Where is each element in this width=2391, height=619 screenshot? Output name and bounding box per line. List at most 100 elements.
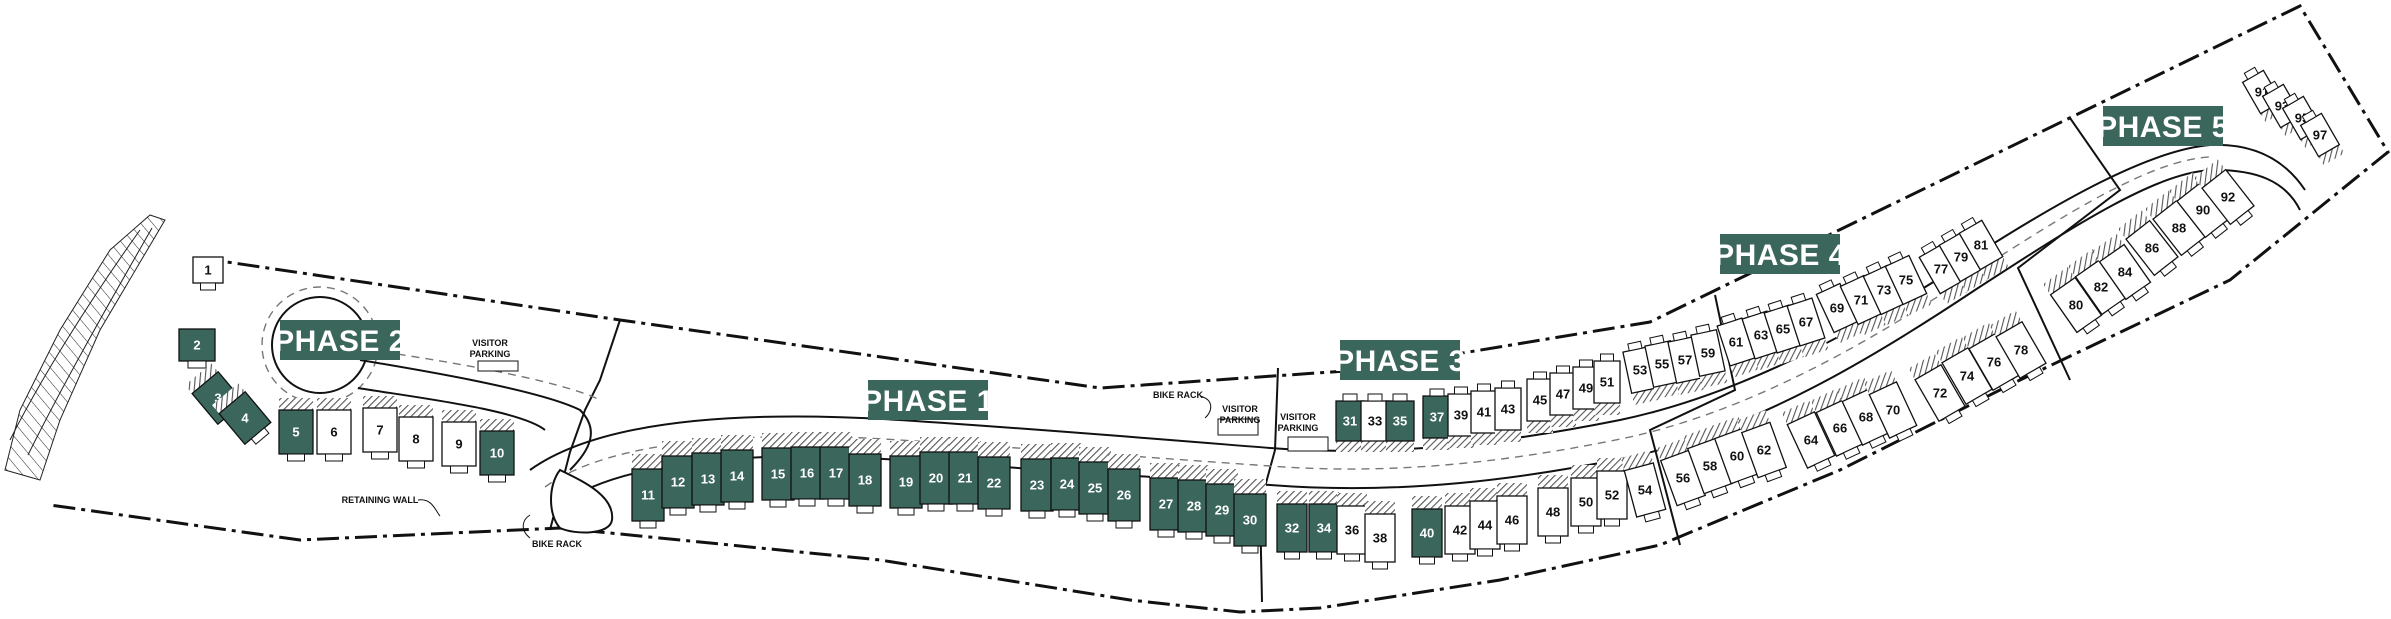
lot[interactable]: 9: [441, 410, 477, 474]
lot[interactable]: 5: [278, 398, 314, 462]
lot[interactable]: 86: [2118, 210, 2182, 280]
lot[interactable]: 71: [1837, 269, 1887, 336]
lot[interactable]: 26: [1107, 454, 1141, 529]
lot[interactable]: 10: [479, 419, 515, 483]
lot[interactable]: 79: [1936, 226, 1989, 293]
lot[interactable]: 59: [1689, 323, 1728, 388]
lot[interactable]: 33: [1360, 393, 1390, 452]
lot[interactable]: 84: [2092, 233, 2154, 305]
lot-porch: [1649, 334, 1665, 346]
lot-number: 5: [292, 424, 299, 439]
lot[interactable]: 32: [1276, 491, 1308, 560]
lot[interactable]: 44: [1469, 488, 1501, 557]
garage-hatch: [480, 419, 514, 431]
lot[interactable]: 2: [178, 328, 216, 369]
lot[interactable]: 17: [819, 432, 853, 507]
lot[interactable]: 18: [848, 439, 882, 514]
lot-number: 86: [2145, 240, 2159, 255]
lot[interactable]: 78: [1989, 310, 2050, 384]
lot[interactable]: 28: [1177, 465, 1211, 540]
lot[interactable]: 31: [1335, 393, 1365, 452]
lot[interactable]: 54: [1620, 450, 1668, 523]
lot-number: 61: [1729, 334, 1743, 349]
lot[interactable]: 64: [1781, 400, 1838, 474]
lot[interactable]: 67: [1785, 291, 1829, 358]
lot[interactable]: 36: [1336, 493, 1368, 562]
bike-rack-label: BIKE RACK: [1153, 390, 1204, 400]
lot[interactable]: 69: [1813, 277, 1863, 344]
lot[interactable]: 7: [362, 396, 398, 460]
lot[interactable]: 21: [948, 437, 982, 512]
lot[interactable]: 38: [1364, 501, 1396, 570]
lot[interactable]: 68: [1836, 377, 1893, 451]
lot-porch: [2082, 318, 2101, 335]
lot[interactable]: 56: [1656, 438, 1707, 512]
lot[interactable]: 37: [1422, 388, 1452, 450]
lot[interactable]: 25: [1078, 447, 1112, 522]
lot[interactable]: 76: [1962, 322, 2023, 396]
lot[interactable]: 70: [1863, 370, 1920, 444]
lot[interactable]: 49: [1572, 359, 1600, 421]
lot[interactable]: 74: [1935, 336, 1996, 410]
lot-porch: [1920, 240, 1937, 255]
garage-hatch: [1386, 441, 1414, 452]
visitor-parking-label-1: VISITOR PARKING: [470, 338, 511, 359]
lot-porch: [1504, 543, 1520, 552]
lot-footprint: [761, 447, 795, 501]
lot[interactable]: 48: [1537, 475, 1569, 544]
lot[interactable]: 72: [1908, 353, 1969, 427]
lot[interactable]: 46: [1496, 483, 1528, 552]
lot[interactable]: 40: [1411, 496, 1443, 565]
lot[interactable]: 57: [1666, 330, 1705, 395]
lot[interactable]: 51: [1593, 353, 1621, 415]
lot[interactable]: 92: [2194, 159, 2258, 229]
lot[interactable]: 66: [1810, 388, 1867, 462]
lot[interactable]: 43: [1494, 380, 1522, 442]
lot[interactable]: 13: [691, 438, 725, 513]
lot[interactable]: 97: [2297, 107, 2345, 166]
lot[interactable]: 50: [1570, 465, 1602, 534]
lot[interactable]: 75: [1882, 249, 1932, 316]
lot[interactable]: 88: [2145, 190, 2209, 260]
lot[interactable]: 81: [1956, 214, 2009, 281]
lot[interactable]: 34: [1308, 491, 1340, 560]
lot[interactable]: 35: [1385, 393, 1415, 452]
lot[interactable]: 41: [1470, 383, 1498, 445]
lot[interactable]: 24: [1050, 443, 1084, 518]
lot[interactable]: 30: [1233, 479, 1267, 554]
garage-hatch: [1471, 433, 1497, 445]
lot-porch: [1115, 520, 1133, 529]
lot[interactable]: 14: [720, 435, 754, 510]
lot-footprint: [316, 409, 352, 455]
lot[interactable]: 45: [1526, 371, 1554, 433]
garage-hatch: [978, 442, 1010, 457]
lot[interactable]: 8: [398, 405, 434, 469]
lot[interactable]: 61: [1715, 311, 1759, 378]
lot[interactable]: 80: [2043, 266, 2105, 338]
lot[interactable]: 15: [761, 433, 795, 508]
lot[interactable]: 22: [977, 442, 1011, 517]
lot-number: 18: [858, 472, 872, 487]
lot[interactable]: 19: [889, 441, 923, 516]
lot[interactable]: 52: [1596, 458, 1628, 527]
lot[interactable]: 4: [212, 383, 275, 449]
lot[interactable]: 1: [192, 256, 224, 291]
lot[interactable]: 16: [790, 432, 824, 507]
lot-footprint: [1233, 493, 1267, 547]
lot-footprint: [1149, 477, 1183, 531]
lot[interactable]: 62: [1737, 410, 1788, 484]
lot[interactable]: 11: [631, 454, 665, 529]
lot[interactable]: 47: [1549, 365, 1577, 427]
lot[interactable]: 29: [1205, 469, 1239, 544]
lot-number: 16: [800, 465, 814, 480]
lot[interactable]: 39: [1447, 386, 1475, 448]
lot-number: 77: [1934, 261, 1948, 276]
lot[interactable]: 12: [661, 441, 695, 516]
slope-contour: [27, 227, 153, 456]
lot[interactable]: 27: [1149, 463, 1183, 538]
lot[interactable]: 23: [1020, 444, 1054, 519]
lot[interactable]: 6: [316, 398, 352, 462]
lot-porch: [1284, 551, 1300, 560]
lot[interactable]: 20: [919, 437, 953, 512]
